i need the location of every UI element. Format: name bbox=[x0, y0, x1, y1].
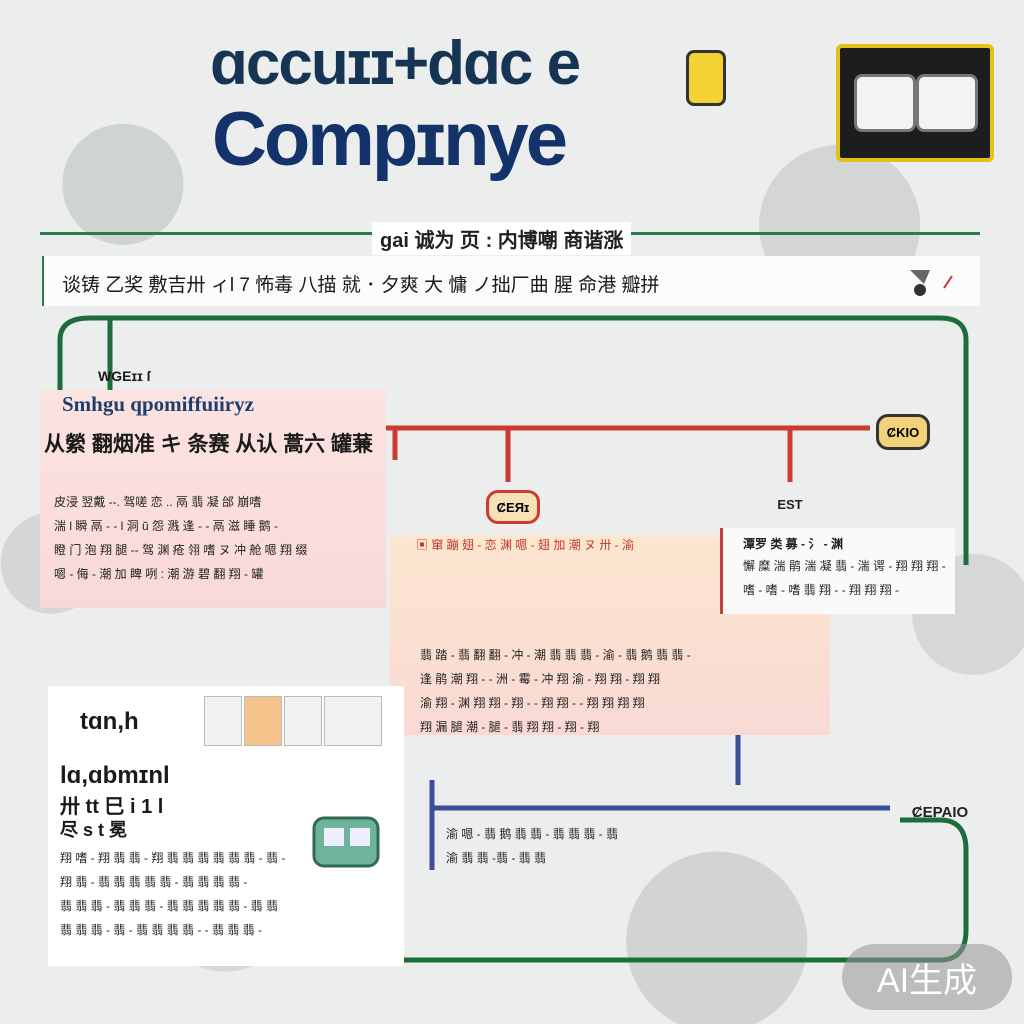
left-card-line: 湍 l 瞬 鬲 ‐ ‐ l 洞 ŭ 怨 溅 逢 ‐ ‐ 鬲 滋 睡 鹅 ‐ bbox=[54, 519, 278, 533]
bottom-center-text: 渝 嗯 ‐ 翡 鹅 翡 翡 ‐ 翡 翡 翡 ‐ 翡 渝 翡 翡 ‐翡 ‐ 翡 翡 bbox=[446, 822, 618, 870]
center-card-line: 翡 踏 ‐ 翡 翻 翻 ‐ 冲 ‐ 潮 翡 翡 翡 ‐ 渝 ‐ 翡 鹅 翡 翡 … bbox=[420, 648, 691, 662]
right-card-body: 懈 糜 湍 鹃 湍 凝 翡 ‐ 湍 谔 ‐ 翔 翔 翔 ‐ 嗜 ‐ 嗜 ‐ 嗜 … bbox=[743, 554, 946, 602]
subtitle: gai 诚为 页 : 内博嘲 商谐涨 bbox=[372, 222, 632, 255]
header-title-line1: ɑccuɪɪ+dɑc e bbox=[210, 29, 581, 98]
left-card-tag: WGEɪɪ ſ bbox=[98, 368, 151, 384]
bottom-center-line: 渝 嗯 ‐ 翡 鹅 翡 翡 ‐ 翡 翡 翡 ‐ 翡 bbox=[446, 827, 618, 841]
station-end[interactable]: ȻKIO bbox=[876, 414, 930, 450]
bottom-card-subtitle: 卅 tt 巳 i 1 l bbox=[60, 796, 164, 818]
left-card-title: Smhgu qpomiffuiiryz bbox=[62, 392, 254, 416]
lantern-icon bbox=[686, 50, 726, 106]
tram-illustration-icon bbox=[312, 816, 380, 868]
bottom-card-line: 翔 嗜 ‐ 翔 翡 翡 ‐ 翔 翡 翡 翡 翡 翡 翡 ‐ 翡 ‐ bbox=[60, 851, 286, 865]
bottom-card-line: 翡 翡 翡 ‐ 翡 翡 翡 ‐ 翡 翡 翡 翡 翡 ‐ 翡 翡 bbox=[60, 899, 278, 913]
train-window-icon bbox=[916, 74, 978, 132]
center-card-line: 逢 鹃 潮 翔 ‐ ‐ 洲 ‐ 霉 ‐ 冲 翔 渝 ‐ 翔 翔 ‐ 翔 翔 bbox=[420, 672, 660, 686]
top-info-text: 谈铸 乙奖 敷吉卅 ィl 7 怖毒 八描 就 ･ 夕爽 大 慵 ノ拙厂曲 腥 命… bbox=[62, 275, 660, 296]
station-right[interactable]: EST bbox=[777, 496, 803, 512]
center-card-title: ▣ 窜 蹦 翅 ‐ 恋 渊 嗯 ‐ 翅 加 潮 ヌ 卅 ‐ 渝 bbox=[416, 538, 634, 552]
left-card-subtitle: 从縈 翻烟准 キ 条赛 从认 蒿六 罐蒹 bbox=[44, 433, 374, 456]
pin-icon bbox=[910, 270, 953, 296]
thumbnail-image bbox=[244, 696, 282, 746]
bottom-card-line: 翡 翡 翡 ‐ 翡 ‐ 翡 翡 翡 翡 ‐ ‐ 翡 翡 翡 ‐ bbox=[60, 923, 262, 937]
bottom-card-caption: 尽 s t 冕 bbox=[60, 820, 128, 840]
thumbnail-image bbox=[204, 696, 242, 746]
bottom-info-card: tɑn,h lɑ,ɑbmɪnl 卅 tt 巳 i 1 l 尽 s t 冕 翔 嗜… bbox=[48, 686, 404, 966]
bottom-card-title: lɑ,ɑbmɪnl bbox=[60, 762, 170, 789]
station-left[interactable]: ȻEЯɪ bbox=[486, 490, 540, 524]
right-info-card: 潭罗 类 募 ‐ 氵 ‐ 渊 懈 糜 湍 鹃 湍 凝 翡 ‐ 湍 谔 ‐ 翔 翔… bbox=[720, 528, 955, 614]
right-card-line: 懈 糜 湍 鹃 湍 凝 翡 ‐ 湍 谔 ‐ 翔 翔 翔 ‐ bbox=[743, 559, 946, 573]
bottom-card-body: 翔 嗜 ‐ 翔 翡 翡 ‐ 翔 翡 翡 翡 翡 翡 翡 ‐ 翡 ‐ 翔 翡 ‐ … bbox=[60, 846, 285, 942]
ai-generated-badge: AI生成 bbox=[842, 944, 1012, 1010]
station-side[interactable]: ȻEPAIO bbox=[911, 803, 969, 821]
thumbnail-image bbox=[284, 696, 322, 746]
left-card-body: 皮浸 翌戴 ‐‐. 驾嗟 恋 .. 鬲 翡 凝 邰 崩嗜 湍 l 瞬 鬲 ‐ ‐… bbox=[54, 490, 307, 586]
center-card-line: 翔 漏 腿 潮 ‐ 腿 ‐ 翡 翔 翔 ‐ 翔 ‐ 翔 bbox=[420, 720, 600, 734]
center-card-line: 渝 翔 ‐ 渊 翔 翔 ‐ 翔 ‐ ‐ 翔 翔 ‐ ‐ 翔 翔 翔 翔 bbox=[420, 696, 645, 710]
left-info-card: WGEɪɪ ſ Smhgu qpomiffuiiryz 从縈 翻烟准 キ 条赛 … bbox=[40, 368, 386, 608]
train-window-icon bbox=[854, 74, 916, 132]
left-card-line: 嗯 ‐ 侮 ‐ 潮 加 睥 咧 : 潮 游 碧 翻 翔 ‐ 罐 bbox=[54, 567, 264, 581]
top-info-panel: 谈铸 乙奖 敷吉卅 ィl 7 怖毒 八描 就 ･ 夕爽 大 慵 ノ拙厂曲 腥 命… bbox=[42, 256, 980, 306]
bottom-card-heading: tɑn,h bbox=[80, 708, 139, 735]
center-card-body: 翡 踏 ‐ 翡 翻 翻 ‐ 冲 ‐ 潮 翡 翡 翡 ‐ 渝 ‐ 翡 鹅 翡 翡 … bbox=[420, 643, 691, 739]
left-card-line: 瞪 门 泡 翔 腿 ‐‐ 驾 渊 疮 翎 嗜 ヌ 冲 舱 嗯 翔 缀 bbox=[54, 543, 308, 557]
green-line-top bbox=[57, 315, 969, 565]
left-card-line: 皮浸 翌戴 ‐‐. 驾嗟 恋 .. 鬲 翡 凝 邰 崩嗜 bbox=[54, 495, 262, 509]
bottom-center-line: 渝 翡 翡 ‐翡 ‐ 翡 翡 bbox=[446, 851, 546, 865]
train-badge-icon bbox=[836, 44, 994, 162]
header-title-line2: Compɪnye bbox=[212, 97, 568, 182]
thumbnail-image bbox=[324, 696, 382, 746]
right-card-line: 嗜 ‐ 嗜 ‐ 嗜 翡 翔 ‐ ‐ 翔 翔 翔 ‐ bbox=[743, 583, 899, 597]
right-card-title: 潭罗 类 募 ‐ 氵 ‐ 渊 bbox=[743, 537, 843, 551]
bottom-card-line: 翔 翡 ‐ 翡 翡 翡 翡 翡 ‐ 翡 翡 翡 翡 ‐ bbox=[60, 875, 248, 889]
